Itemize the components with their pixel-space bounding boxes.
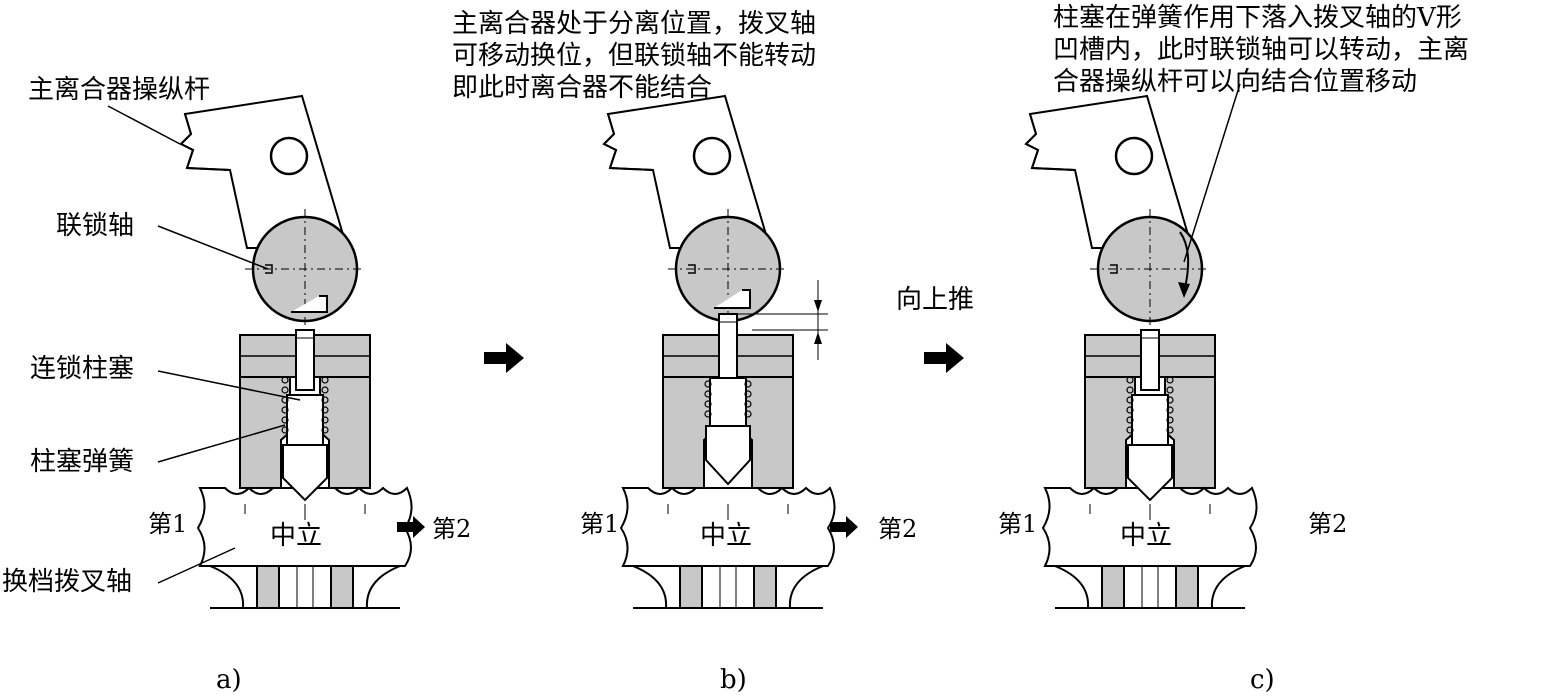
- push-up-label: 向上推: [896, 285, 974, 315]
- caption-b: b): [720, 665, 747, 695]
- panel-a: [179, 94, 425, 610]
- c-first: 第1: [998, 510, 1037, 538]
- b-desc-line-3: 即此时离合器不能结合: [452, 73, 712, 103]
- label-spring: 柱塞弹簧: [30, 447, 134, 477]
- b-neutral: 中立: [700, 521, 752, 551]
- b-first: 第1: [580, 510, 619, 538]
- b-desc-line-1: 主离合器处于分离位置，拨叉轴: [452, 9, 816, 39]
- a-first: 第1: [148, 510, 187, 538]
- a-second: 第2: [432, 515, 471, 543]
- panel-a-leaders: [107, 105, 301, 584]
- caption-c: c): [1250, 665, 1275, 695]
- arrow-b-to-c: [924, 343, 964, 373]
- c-desc-line-1: 柱塞在弹簧作用下落入拨叉轴的V形: [1053, 3, 1462, 33]
- label-fork-shaft: 换档拨叉轴: [2, 567, 132, 597]
- label-lever: 主离合器操纵杆: [28, 75, 210, 105]
- c-second: 第2: [1308, 510, 1347, 538]
- label-interlock-shaft: 联锁轴: [56, 211, 134, 241]
- c-desc-line-2: 凹槽内，此时联锁轴可以转动，主离: [1053, 35, 1469, 65]
- b-desc-line-2: 可移动换位，但联锁轴不能转动: [452, 41, 816, 71]
- panel-b: [602, 94, 858, 610]
- panel-c: [1024, 83, 1258, 610]
- c-desc-line-3: 合器操纵杆可以向结合位置移动: [1053, 67, 1417, 97]
- arrow-a-to-b: [484, 343, 524, 373]
- caption-a: a): [216, 665, 242, 695]
- a-neutral: 中立: [270, 521, 322, 551]
- label-plunger: 连锁柱塞: [30, 354, 134, 384]
- b-second: 第2: [878, 515, 917, 543]
- c-neutral: 中立: [1120, 521, 1172, 551]
